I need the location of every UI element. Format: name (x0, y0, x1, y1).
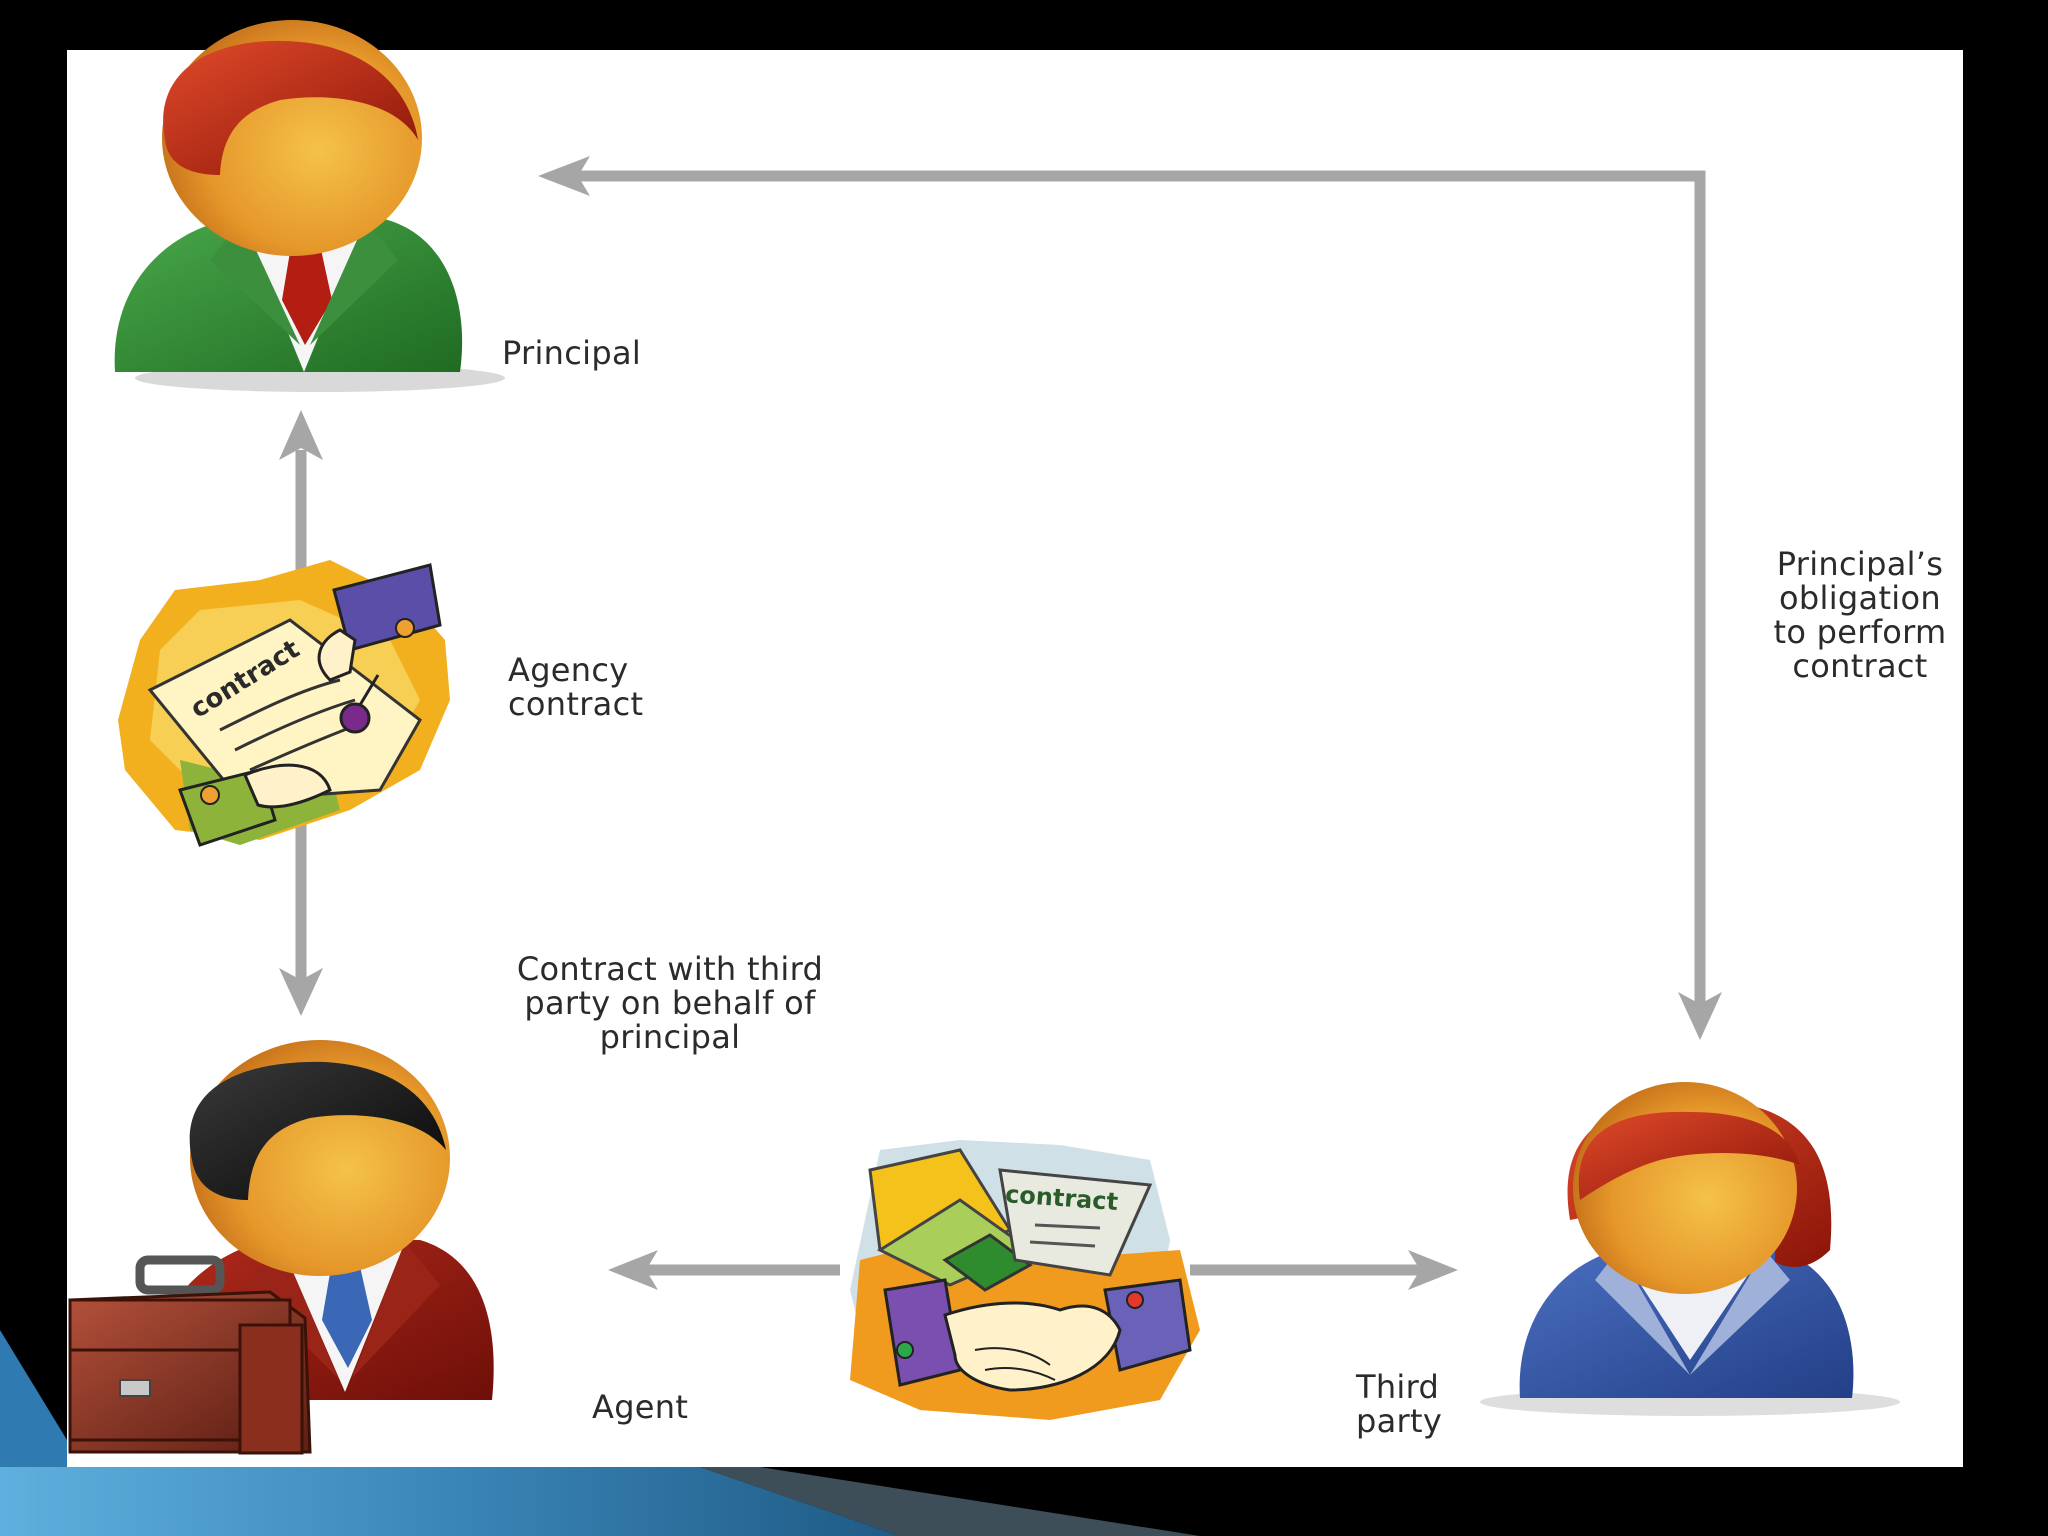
businesswoman-blue-suit-icon (1480, 1082, 1900, 1416)
arrow-principal-obligation (538, 156, 1722, 1040)
principal-label: Principal (502, 334, 642, 372)
businessman-green-suit-icon (114, 20, 505, 392)
principal-obligation-label: Principal’s obligation to perform contra… (1773, 545, 1947, 685)
contract-with-third-party-label: Contract with third party on behalf of p… (516, 950, 824, 1056)
agency-contract-label: Agency contract (508, 651, 644, 723)
contract-signing-icon: contract (118, 560, 450, 847)
briefcase-icon (68, 1255, 312, 1455)
agent-label: Agent (592, 1388, 689, 1426)
businessman-with-briefcase-icon (68, 1040, 494, 1455)
arrow-agent-third-party (608, 1250, 1458, 1290)
handshake-contract-icon: contract (850, 1140, 1200, 1420)
accent-band (0, 1330, 1200, 1536)
third-party-label: Third party (1356, 1368, 1443, 1440)
